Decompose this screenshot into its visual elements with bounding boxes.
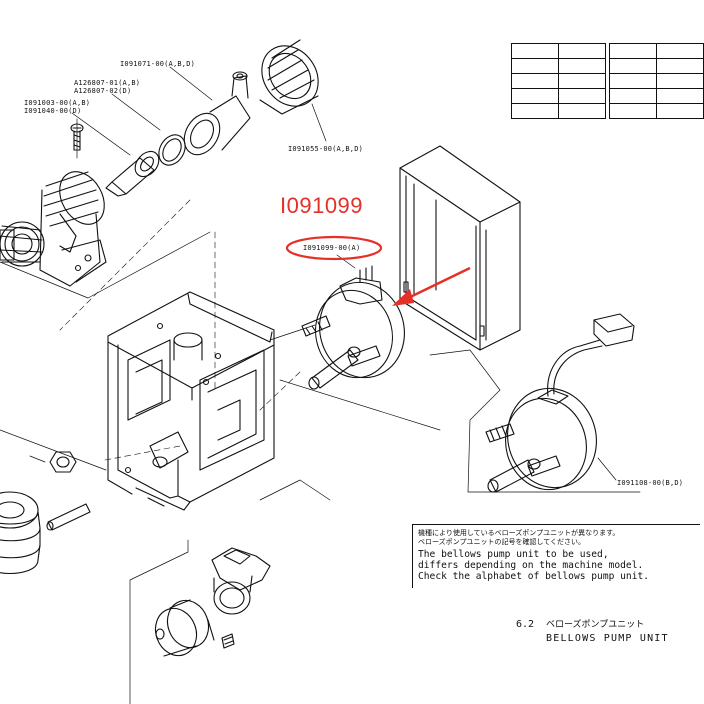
label-pump-unit: I091099-00(A) (303, 244, 361, 252)
section-title-jp: ベローズポンプユニット (546, 620, 645, 630)
label-cap: I091055-00(A,B,D) (288, 145, 364, 153)
pump-unit-i091108 (485, 313, 635, 493)
label-alt-pump-unit: I091108-00(B,D) (617, 479, 684, 487)
highlight-arrow-head (392, 289, 414, 306)
threaded-cap (259, 39, 319, 115)
clamp-fitting (211, 547, 271, 615)
note-en-line-2: differs depending on the machine model. (418, 560, 644, 571)
revision-table (511, 43, 704, 119)
label-oring-a: A126807-01(A,B) (74, 79, 141, 87)
bearing-knob (154, 599, 235, 657)
highlight-part-number: I091099 (280, 193, 364, 218)
pump-cover (399, 145, 521, 351)
note-jp-line-1: 機種により使用しているベローズポンプユニットが異なります。 (418, 529, 620, 537)
label-gauge-cap: I091071-00(A,B,D) (120, 60, 196, 68)
label-check-valve-a: I091003-00(A,B) (24, 99, 91, 107)
bellows (0, 491, 41, 575)
pump-body-left (0, 171, 107, 287)
note-en-line-1: The bellows pump unit to be used, (418, 549, 609, 560)
pump-unit-i091099 (301, 265, 405, 390)
section-number: 6.2 (516, 619, 535, 630)
highlight-arrow-shaft (403, 266, 471, 302)
highlight-marks (285, 235, 471, 306)
label-oring-d: A126807-02(D) (74, 87, 132, 95)
hex-nut (49, 451, 77, 473)
label-check-valve-d: I091040-00(D) (24, 107, 82, 115)
note-en-line-3: Check the alphabet of bellows pump unit. (418, 571, 650, 582)
section-title-en: BELLOWS PUMP UNIT (546, 633, 669, 644)
screw (70, 123, 84, 151)
note-jp-line-2: ベローズポンプユニットの記号を確認してください。 (418, 538, 586, 546)
housing-bracket (107, 291, 275, 511)
o-ring (158, 134, 186, 166)
elbow-fitting (183, 71, 251, 156)
check-valve (105, 150, 160, 197)
section-caption: 6.2 ベローズポンプユニット BELLOWS PUMP UNIT (516, 618, 669, 645)
leader-lines (0, 66, 641, 704)
highlight-ellipse (285, 235, 383, 261)
note-box: 機種により使用しているベローズポンプユニットが異なります。 ベローズポンプユニッ… (412, 524, 700, 588)
pin (46, 503, 91, 531)
